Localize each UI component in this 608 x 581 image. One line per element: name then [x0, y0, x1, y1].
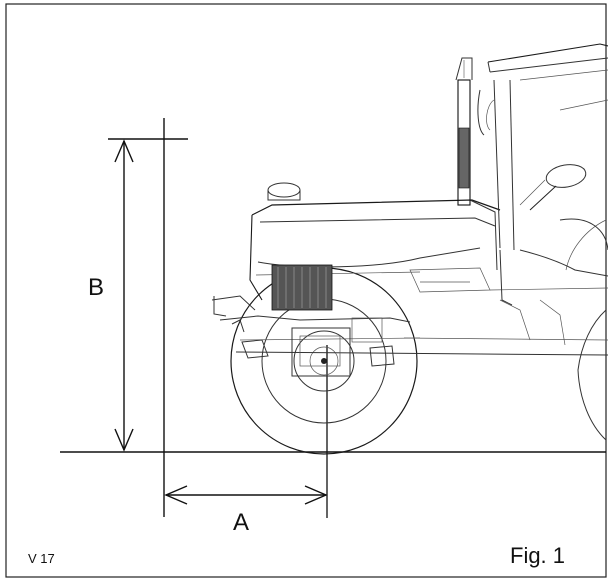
exhaust-pipe [455, 57, 473, 206]
chassis [211, 267, 608, 377]
front-wheel [230, 267, 418, 455]
radiator-grille [271, 264, 333, 311]
dimension-b-label: B [88, 274, 104, 301]
dimension-a-label: A [233, 509, 249, 536]
cab [477, 43, 608, 306]
page-border [5, 3, 607, 578]
front-bumper [213, 296, 245, 333]
figure-caption: Fig. 1 [510, 543, 565, 568]
figure-code: V 17 [28, 551, 55, 566]
tractor-drawing [211, 43, 608, 455]
rear-wheel [565, 219, 607, 441]
dimension-b-arrow [114, 139, 134, 452]
dimension-a-arrow [164, 485, 328, 505]
hood [249, 182, 501, 301]
